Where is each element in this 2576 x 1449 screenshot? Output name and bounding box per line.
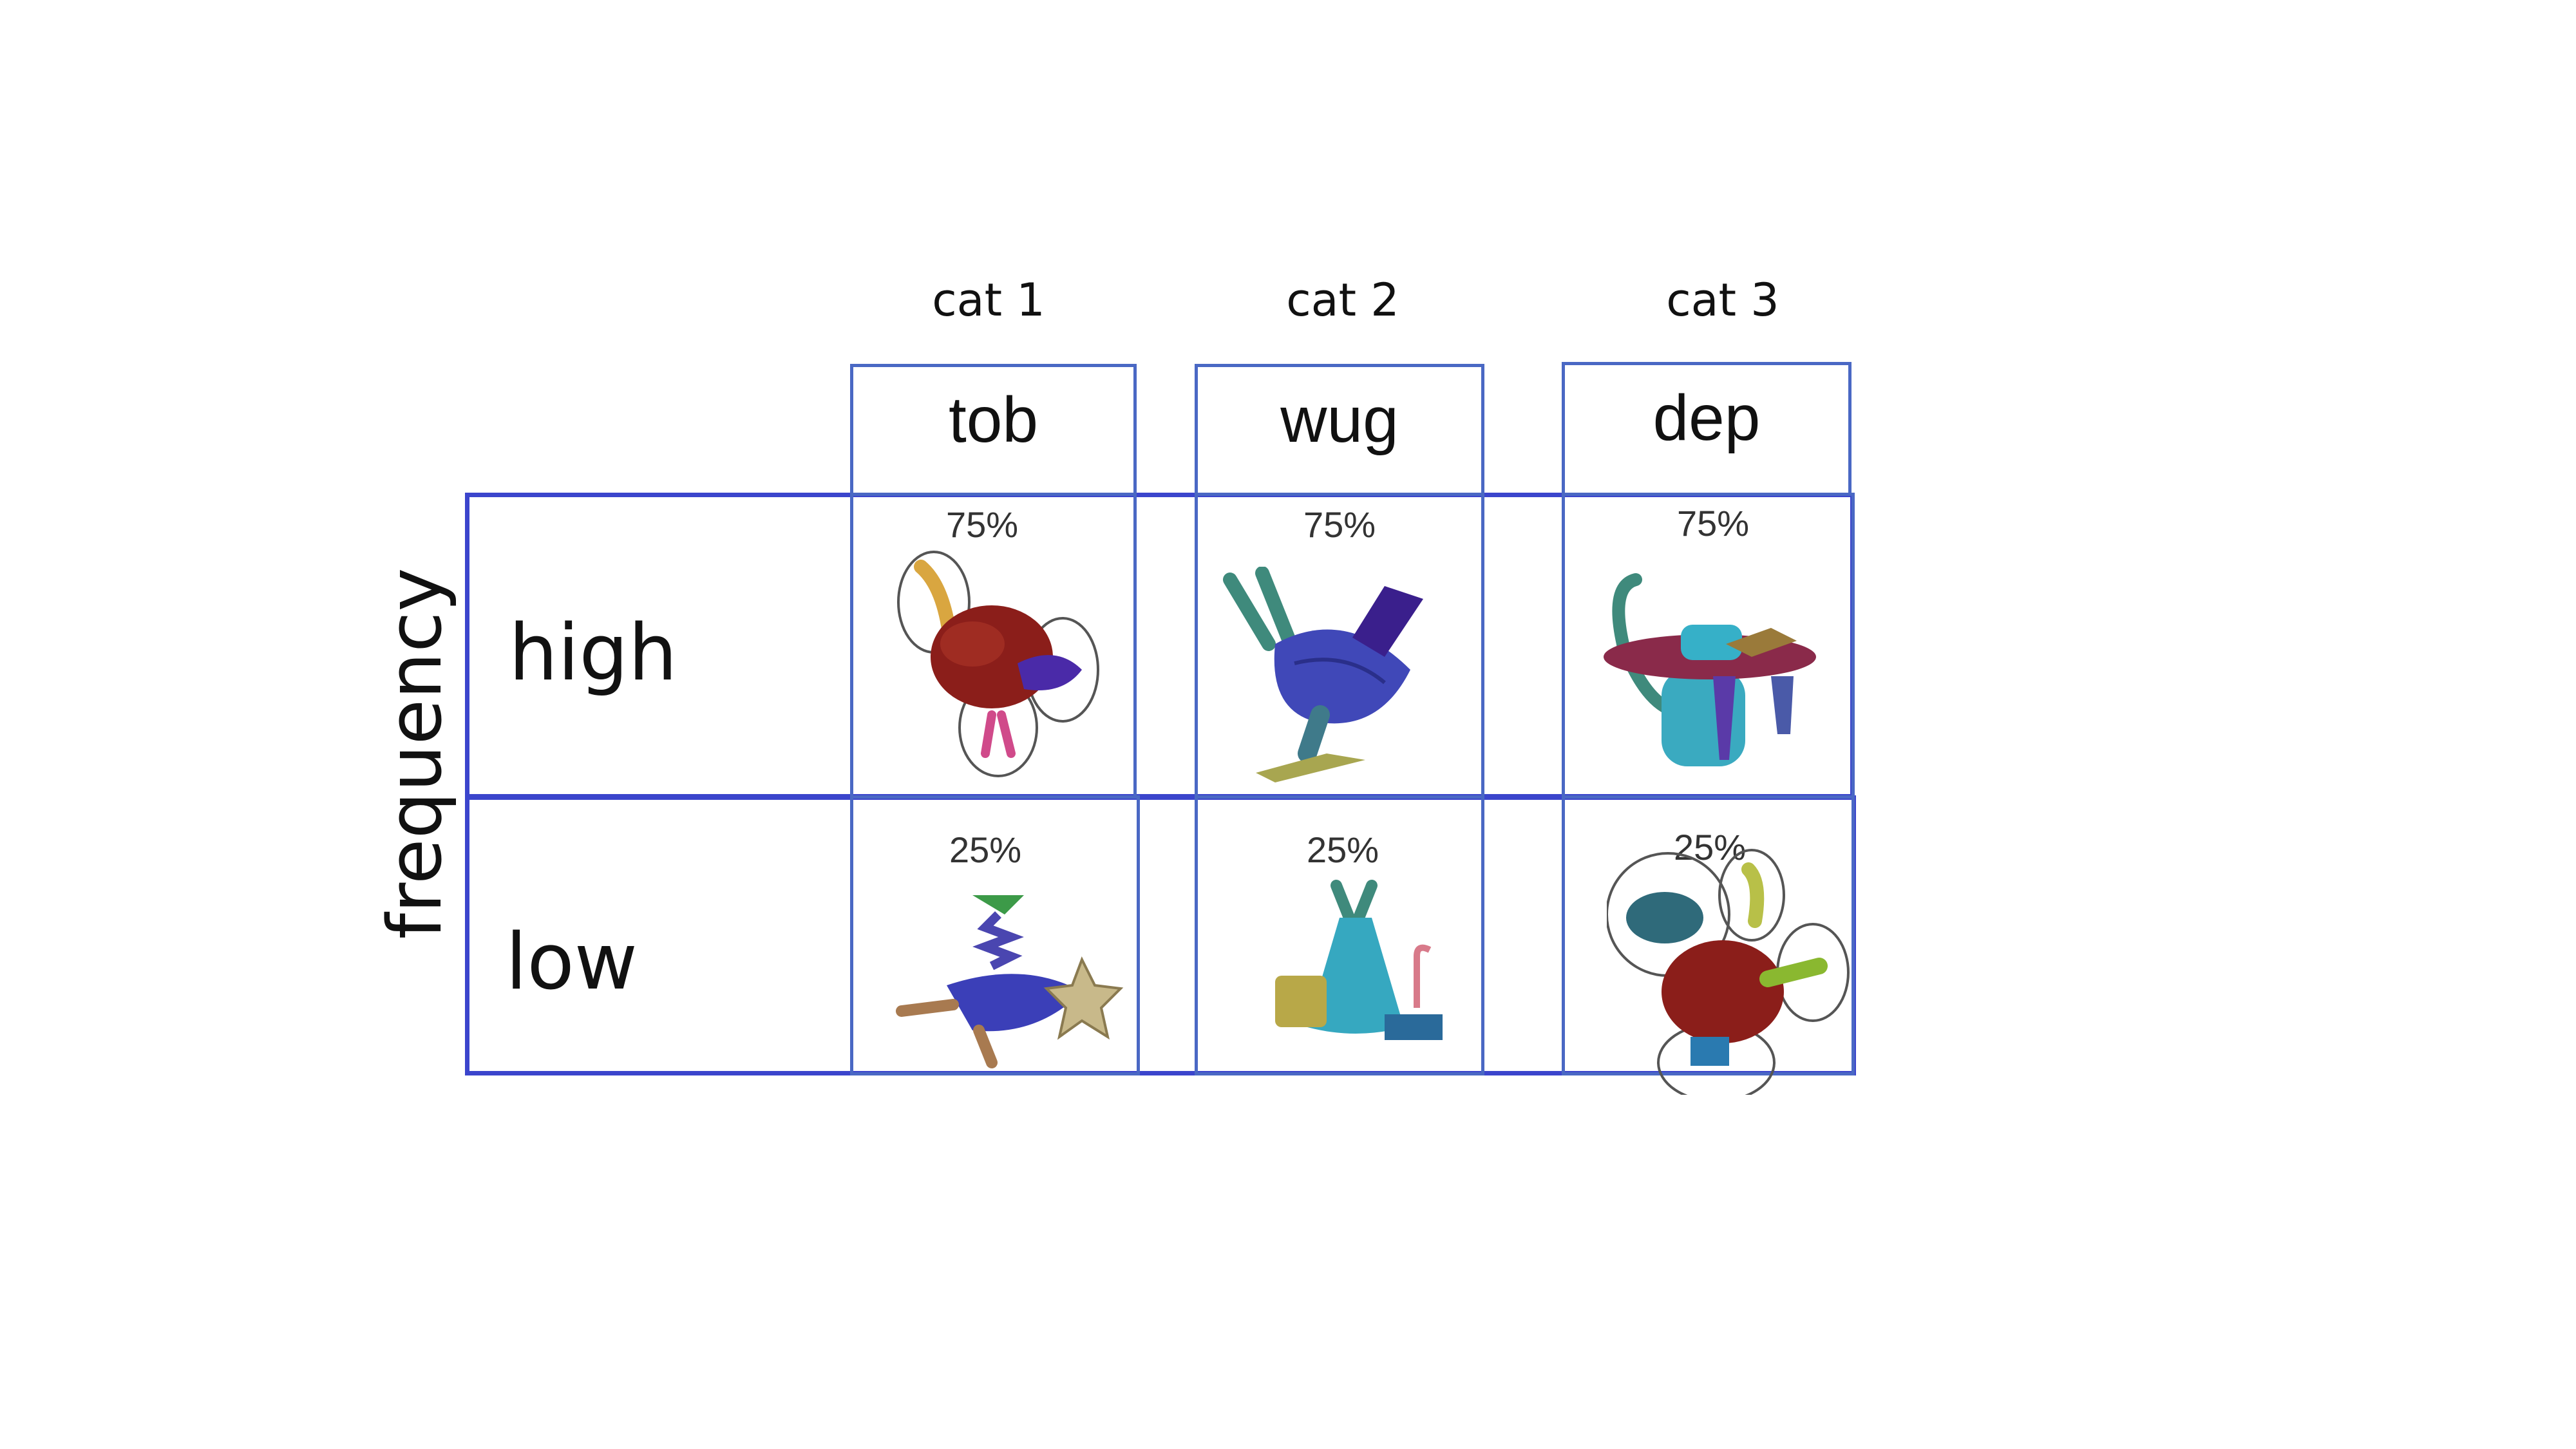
novel-object-tob-low — [896, 895, 1124, 1068]
cell-box-dep-low — [1562, 795, 1855, 1075]
category-label-1: cat 1 — [932, 274, 1045, 327]
header-box-wug: wug — [1195, 364, 1484, 496]
axis-label-frequency: frequency — [372, 567, 459, 940]
pct-dep-high: 75% — [1676, 503, 1750, 544]
novel-object-dep-high — [1604, 573, 1816, 766]
novel-object-wug-low — [1275, 880, 1443, 1040]
row-label-low: low — [506, 918, 638, 1007]
pct-wug-high: 75% — [1303, 504, 1376, 545]
cell-box-wug-low — [1195, 795, 1484, 1075]
header-box-dep: dep — [1562, 362, 1852, 496]
pct-dep-low: 25% — [1673, 827, 1747, 867]
pct-tob-high: 75% — [945, 504, 1019, 545]
word-wug: wug — [1280, 384, 1399, 456]
row-label-high: high — [509, 609, 677, 698]
pct-wug-low: 25% — [1306, 829, 1379, 870]
word-dep: dep — [1653, 382, 1761, 454]
novel-object-dep-low — [1607, 849, 1850, 1095]
novel-object-wug-high — [1223, 567, 1423, 782]
pct-tob-low: 25% — [949, 829, 1022, 870]
header-box-tob: tob — [850, 364, 1137, 496]
novel-object-tob-high — [897, 551, 1099, 777]
cell-box-tob-low — [850, 795, 1140, 1075]
category-label-3: cat 3 — [1666, 274, 1779, 327]
word-tob: tob — [948, 384, 1038, 456]
category-label-2: cat 2 — [1286, 274, 1399, 327]
